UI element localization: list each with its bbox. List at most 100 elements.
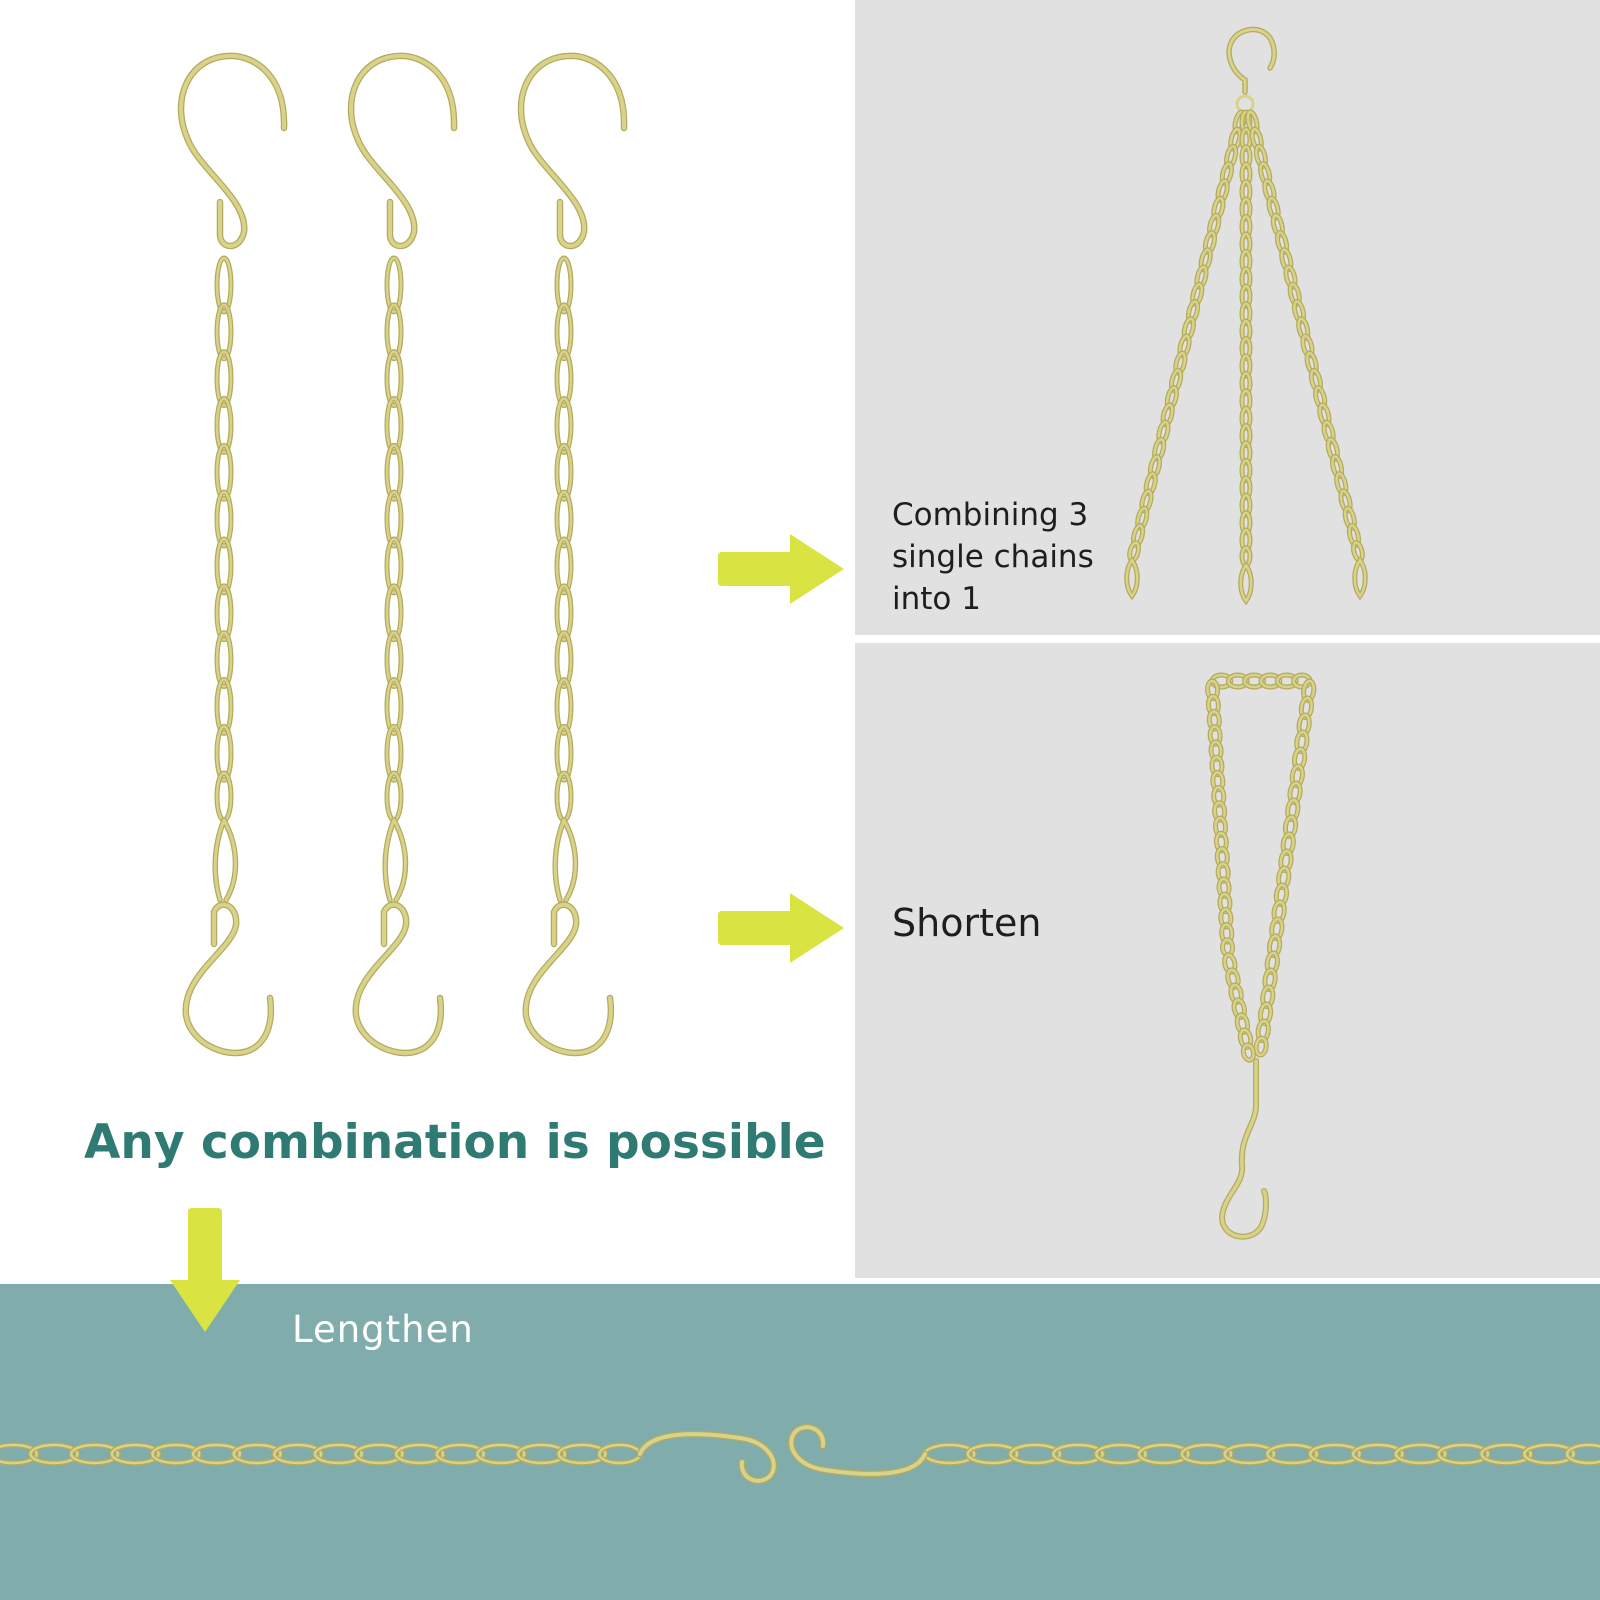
chain-link xyxy=(1052,1443,1104,1465)
chain-link xyxy=(555,584,573,641)
chain-link xyxy=(1242,1043,1255,1062)
arrow-right-icon xyxy=(718,534,844,604)
chain-link xyxy=(215,584,233,641)
s-hook-icon xyxy=(523,902,613,1055)
chain-link xyxy=(232,1443,282,1465)
chain-link xyxy=(1270,917,1284,940)
s-hook-icon xyxy=(1220,1059,1268,1239)
chain-link xyxy=(215,678,233,735)
chain-link xyxy=(1256,1019,1270,1042)
chain-link xyxy=(151,1443,201,1465)
chain-link xyxy=(215,256,233,314)
chain-link xyxy=(1293,747,1306,770)
chain-link xyxy=(215,537,233,595)
chain-link xyxy=(215,303,233,360)
chain-link xyxy=(435,1443,485,1465)
chain-link xyxy=(1290,764,1304,787)
chain-link xyxy=(110,1443,160,1465)
s-hook-icon xyxy=(347,52,458,250)
chain-link xyxy=(555,303,573,360)
chain-link xyxy=(1295,730,1309,753)
chain-link xyxy=(1180,1443,1233,1465)
chain-link xyxy=(966,1443,1019,1465)
chain-link xyxy=(395,1443,445,1465)
chain-link xyxy=(354,1443,404,1465)
chain-link xyxy=(555,490,573,548)
lengthened-chain-illustration xyxy=(0,1424,1600,1484)
chain-link xyxy=(1277,866,1291,889)
chain-link xyxy=(215,631,233,688)
s-hook-icon xyxy=(553,818,577,902)
chain-link xyxy=(385,397,403,454)
chain-link xyxy=(385,725,403,782)
chain-link xyxy=(1265,951,1279,974)
chain-link xyxy=(1297,713,1311,736)
chain-link xyxy=(385,350,403,407)
lengthen-caption: Lengthen xyxy=(292,1308,474,1351)
lengthen-band xyxy=(0,1284,1600,1600)
chain-link xyxy=(1095,1443,1147,1465)
combine-panel xyxy=(855,0,1600,635)
s-hook-icon xyxy=(1227,28,1276,94)
chain-link xyxy=(1565,1443,1600,1465)
chain-link xyxy=(1300,696,1313,719)
s-hook-icon xyxy=(353,902,443,1055)
chain-link xyxy=(555,350,573,407)
arrow-down-icon xyxy=(170,1208,240,1332)
s-hook-icon xyxy=(1226,26,1277,95)
chain-link xyxy=(385,631,403,688)
chain-link xyxy=(1480,1443,1533,1465)
chain-link xyxy=(555,631,573,688)
chain-link xyxy=(1284,815,1297,838)
chain-link xyxy=(1281,832,1295,855)
chain-link xyxy=(1009,1443,1062,1465)
chain-link xyxy=(1394,1443,1447,1465)
chain-link xyxy=(1351,1443,1404,1465)
chain-link xyxy=(385,678,403,735)
chain-link xyxy=(0,1443,38,1465)
s-hook-icon xyxy=(1353,558,1367,599)
chain-link xyxy=(555,397,573,454)
combined-chain-illustration xyxy=(1124,26,1368,606)
chain-link xyxy=(215,490,233,548)
s-hook-icon xyxy=(177,52,288,250)
chain-link xyxy=(557,1443,607,1465)
s-hook-icon xyxy=(1125,558,1139,599)
shortened-chain-illustration xyxy=(1204,672,1317,1240)
chain-link xyxy=(313,1443,363,1465)
chain-link xyxy=(1254,1036,1268,1057)
chain-link xyxy=(1261,985,1275,1008)
headline: Any combination is possible xyxy=(84,1115,826,1170)
chain-link xyxy=(1137,1443,1190,1465)
chain-link xyxy=(555,256,573,314)
chain-link xyxy=(215,444,233,501)
chain-link xyxy=(1275,883,1288,906)
chain-link xyxy=(1288,781,1302,804)
chain-link xyxy=(1286,798,1300,821)
chain-link xyxy=(215,350,233,407)
single-chains xyxy=(177,52,628,1057)
chain-link xyxy=(385,303,403,360)
chain-link xyxy=(476,1443,526,1465)
chain-link xyxy=(191,1443,242,1465)
s-hook-icon xyxy=(1239,563,1253,604)
s-hook-icon xyxy=(517,52,628,250)
chain-link xyxy=(29,1443,79,1465)
chain-link xyxy=(1523,1443,1575,1465)
shorten-caption: Shorten xyxy=(892,901,1042,945)
arrow-right-icon xyxy=(718,893,844,963)
chain-link xyxy=(385,490,403,548)
s-hook-icon xyxy=(383,818,407,902)
chain-link xyxy=(1302,679,1316,702)
s-hook-icon xyxy=(179,53,287,248)
s-hook-icon xyxy=(519,53,627,248)
chain-link xyxy=(555,444,573,501)
chain-link xyxy=(385,584,403,641)
chain-link xyxy=(273,1443,323,1465)
chain-link xyxy=(1272,900,1286,923)
chain-link xyxy=(70,1443,120,1465)
chain-link xyxy=(215,397,233,454)
chain-link xyxy=(385,256,403,314)
shorten-panel xyxy=(855,643,1600,1278)
chain-link xyxy=(1263,968,1277,991)
